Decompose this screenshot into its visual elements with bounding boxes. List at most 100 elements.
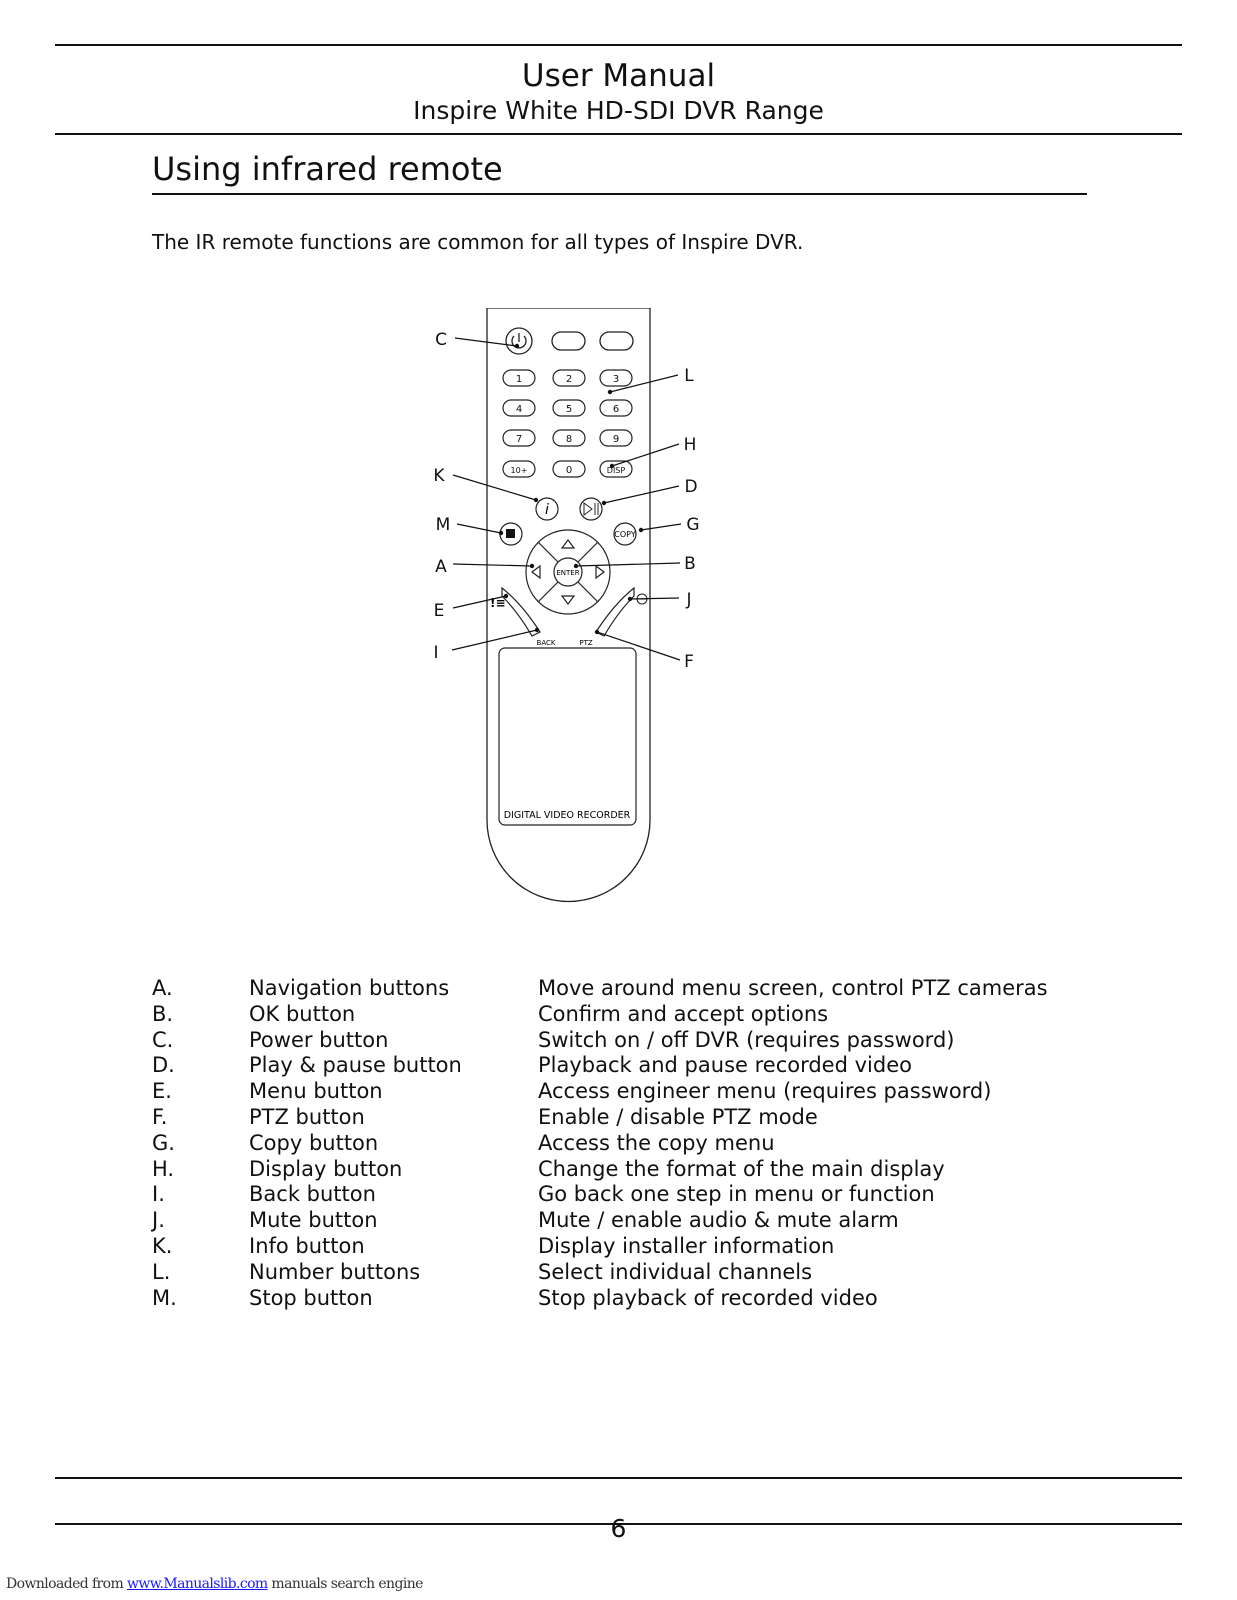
legend-description: Go back one step in menu or function [538,1182,935,1207]
legend-button-name: OK button [249,1001,356,1026]
blank-button-1 [551,331,586,351]
legend-description: Access engineer menu (requires password) [538,1079,992,1104]
digit-key [552,399,586,417]
digit-key-label: 8 [566,434,572,445]
intro-text: The IR remote functions are common for a… [152,230,804,254]
digit-key-label: 2 [566,374,572,385]
digit-key [502,460,536,478]
digit-key [502,399,536,417]
callout-letter: L [684,366,694,386]
callout-dot [503,593,509,599]
copy-button [613,522,637,546]
callout-line [611,443,680,467]
legend-letter: M. [152,1285,177,1310]
callout-dot [498,530,504,536]
legend-row: K. Info button Display installer informati… [152,1234,1092,1260]
legend-letter: B. [152,1001,174,1026]
digit-key [599,429,633,447]
digit-key [502,369,536,387]
page-number: 6 [610,1514,627,1543]
navigation-ring [525,529,611,615]
footer-top-rule [55,1477,1182,1479]
panel-label: DIGITAL VIDEO RECORDER [504,810,631,821]
legend-letter: L. [152,1259,171,1284]
callout-dot [534,627,540,633]
callout-letter: H [684,435,697,455]
legend-letter: D. [152,1053,175,1078]
legend-letter: H. [152,1156,175,1181]
legend-button-name: Number buttons [249,1259,421,1284]
legend-button-name: Stop button [249,1285,373,1310]
callout-dot [533,497,539,503]
copy-label: COPY [614,530,636,539]
info-icon: i [545,502,549,518]
legend-description: Confirm and accept options [538,1001,829,1026]
legend-description: Stop playback of recorded video [538,1285,878,1310]
callout-line [629,597,680,600]
legend-description: Playback and pause recorded video [538,1053,912,1078]
legend-button-name: PTZ button [249,1104,365,1129]
digit-key [552,369,586,387]
callout-letter: I [433,643,438,663]
legend-description: Switch on / off DVR (requires password) [538,1027,955,1052]
back-button-arc [501,586,541,637]
legend-letter: K. [152,1233,173,1258]
legend-row: D. Play & pause button Playback and pause … [152,1053,1092,1079]
legend-description: Mute / enable audio & mute alarm [538,1208,899,1233]
legend-letter: E. [152,1079,172,1104]
legend-letter: J. [152,1208,165,1233]
callout-dot [627,596,633,602]
legend-button-name: Back button [249,1182,376,1207]
callout-line [451,629,538,651]
legend-button-name: Display button [249,1156,403,1181]
callout-letter: J [685,590,691,610]
manualslib-link[interactable]: www.Manualslib.com [127,1576,268,1592]
callout-dot [514,343,520,349]
legend-letter: C. [152,1027,174,1052]
digit-key [599,369,633,387]
callout-line [640,523,682,531]
legend-button-name: Navigation buttons [249,976,450,1000]
digit-key-label: DISP [607,466,626,475]
document-title: User Manual [521,58,716,94]
legend-button-name: Play & pause button [249,1053,462,1078]
header-bottom-rule [55,133,1182,135]
download-footer: Downloaded from www.Manualslib.com manua… [6,1576,423,1592]
legend-description: Select individual channels [538,1259,813,1284]
power-button [505,327,533,355]
legend-description: Access the copy menu [538,1130,775,1155]
callout-line [454,337,518,347]
digit-key-label: 10+ [511,466,528,475]
callout-dot [607,389,613,395]
digit-key-label: 9 [613,434,619,445]
callout-line [456,523,502,534]
callout-line [452,563,533,567]
callout-line [596,631,681,661]
nav-up-icon [560,539,576,549]
play-icon [583,502,593,516]
legend-letter: A. [152,976,173,1000]
legend-row: L. Number buttons Select individual channe… [152,1260,1092,1286]
digit-key-label: 3 [613,374,619,385]
digit-key-label: 6 [613,404,619,415]
callout-letter: F [684,652,694,672]
menu-icon: !≡ [490,596,506,610]
digit-key-label: 7 [516,434,522,445]
section-title: Using infrared remote [152,150,503,188]
callout-letter: E [434,601,445,621]
ptz-label: PTZ [579,639,592,647]
legend-row: B. OK button Confirm and accept options [152,1002,1092,1028]
legend-description: Display installer information [538,1233,835,1258]
blank-button-2 [599,331,634,351]
legend-letter: G. [152,1130,175,1155]
footer-bottom-rule [55,1523,1182,1525]
legend-letter: F. [152,1104,168,1129]
enter-button [553,557,583,587]
footer-prefix: Downloaded from [6,1576,127,1592]
callout-letter: C [435,330,447,350]
legend-button-name: Info button [249,1233,365,1258]
